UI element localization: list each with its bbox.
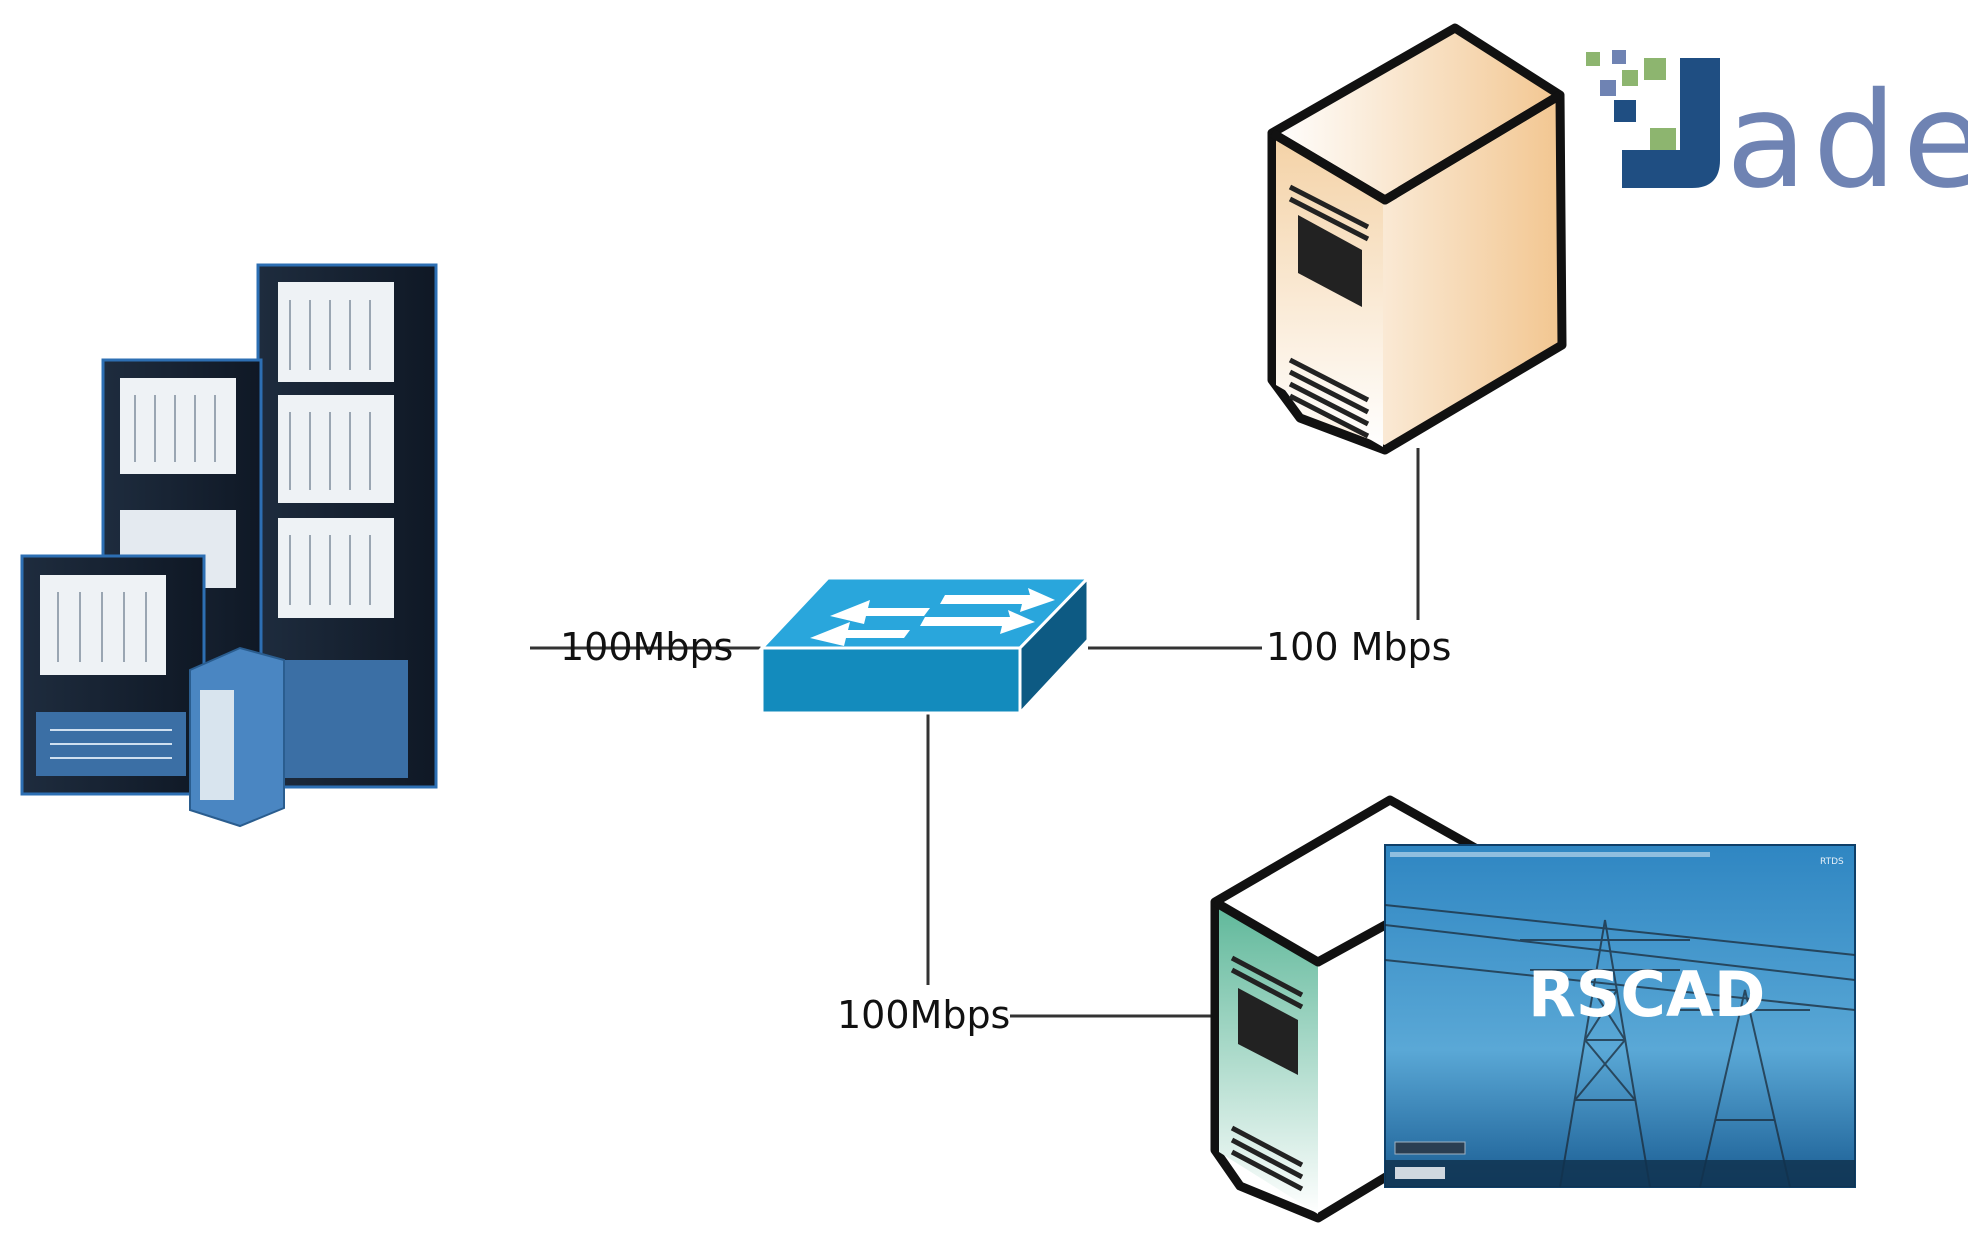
link-label-racks-switch: 100Mbps [560,625,733,669]
server-tower-icon [1267,23,1567,455]
rscad-title: RSCAD [1528,958,1765,1031]
connection-lines [530,448,1420,1018]
link-label-switch-jade: 100 Mbps [1266,625,1451,669]
jade-logo-text: ade [1726,64,1968,218]
rscad-splash-screen: RTDS RSCAD [1384,844,1856,1188]
network-switch-icon [758,574,1092,717]
io-module [189,646,285,828]
jade-logo: ade [1586,50,1968,218]
rtds-simulator-racks-icon [20,263,438,828]
rack-short [20,554,206,796]
rscad-brand: RTDS [1820,857,1844,867]
transmission-tower-icon [1384,904,1856,1188]
rack-tall [256,263,438,789]
link-label-switch-rscad: 100Mbps [837,993,1010,1037]
